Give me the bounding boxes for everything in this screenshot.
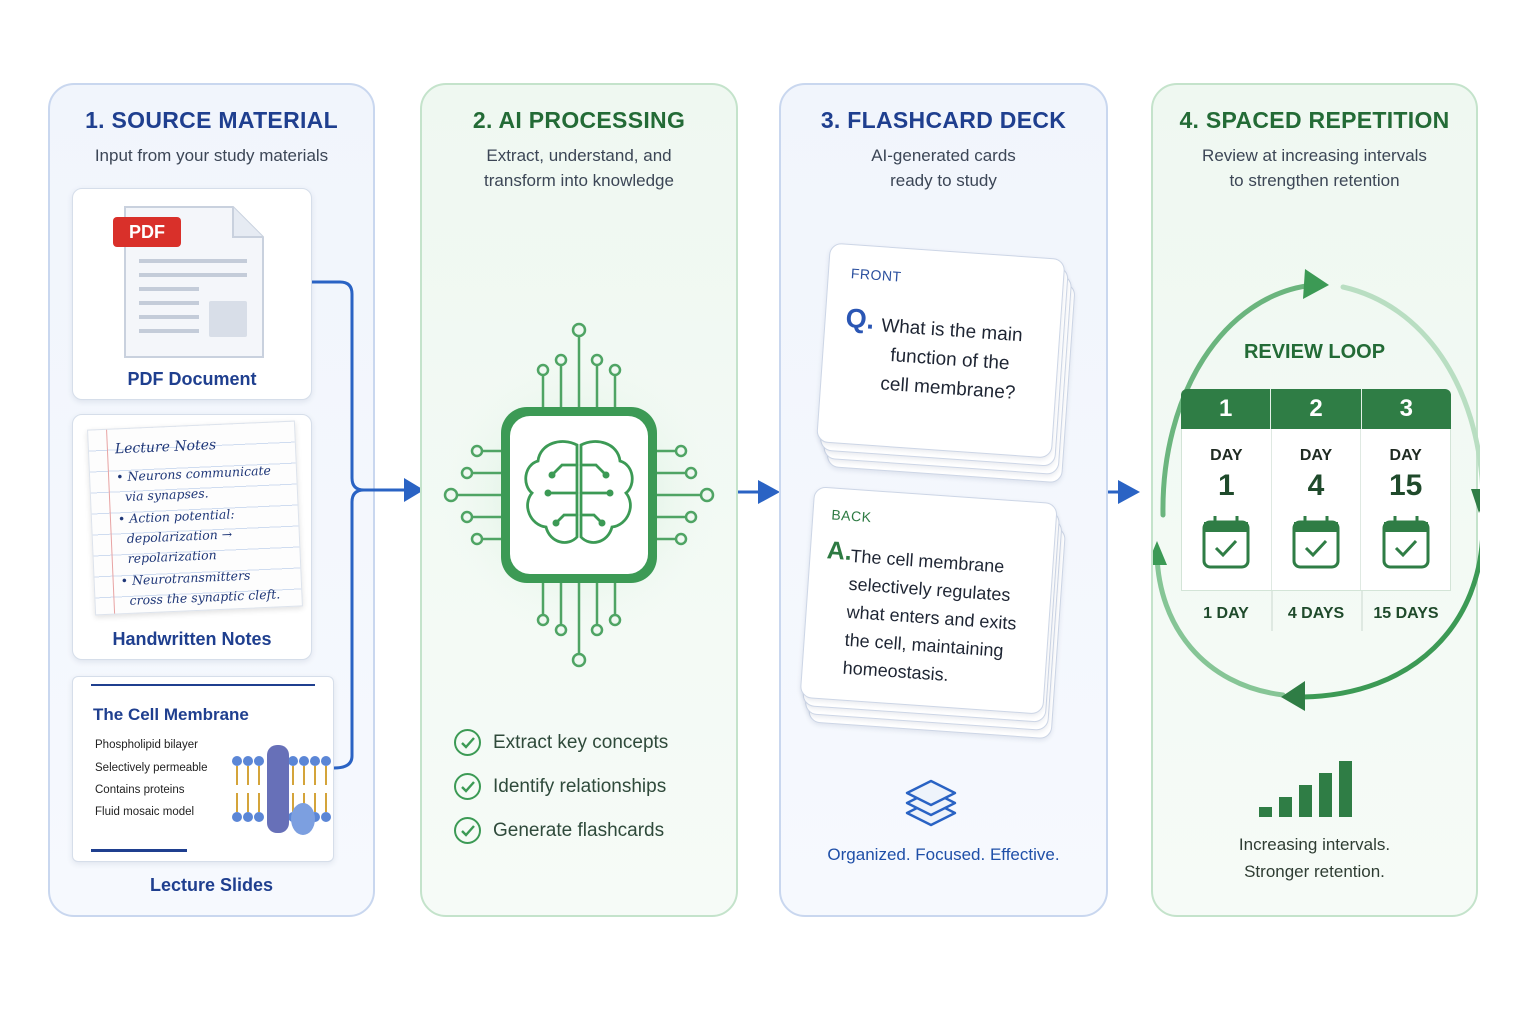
increasing-bars-icon [1259,761,1352,817]
checklist-label: Generate flashcards [493,819,665,841]
calendar-check-icon [1292,516,1340,569]
layers-icon [905,779,957,827]
question-text: What is the main function of the cell me… [879,315,1024,404]
step-number: 3 [1399,395,1413,422]
panel-flashcard-deck: 3. FLASHCARD DECK AI-generated cards rea… [779,83,1108,917]
check-circle-icon [454,817,481,844]
review-day-column: DAY 4 [1272,429,1362,590]
review-loop-arrows-icon [1153,269,1480,711]
day-label: DAY [1299,447,1333,464]
panel-title: 2. AI PROCESSING [472,107,686,133]
back-card-stack: BACK A. The cell membrane selectively re… [796,486,1075,764]
notes-heading: Lecture Notes [114,437,217,458]
pdf-document-card: PDF PDF Document [72,188,312,400]
slide-bullet: Selectively permeable [95,762,208,774]
day-number: 1 [1217,469,1235,502]
notebook-page: Lecture Notes • Neurons communicate via … [87,420,303,616]
front-label: FRONT [850,265,903,285]
notes-line: • Neurotransmitters [120,567,251,589]
review-day-column: DAY 1 [1182,429,1272,590]
calendar-check-icon [1382,516,1430,569]
front-flashcard: FRONT Q. What is the main function of th… [816,242,1066,459]
check-circle-icon [454,729,481,756]
pdf-caption: PDF Document [127,369,257,389]
answer-text: The cell membrane selectively regulates … [842,545,1018,685]
review-loop-title: REVIEW LOOP [1243,341,1386,363]
panel-subtitle: Extract, understand, and transform into … [484,146,674,190]
notes-line: via synapses. [124,485,209,505]
notes-line: • Action potential: [117,506,235,527]
slide-title: The Cell Membrane [93,705,249,724]
panel-subtitle: Input from your study materials [94,146,329,165]
panel-subtitle: AI-generated cards ready to study [871,146,1016,190]
slide-bullet: Phospholipid bilayer [95,739,198,751]
day-label: DAY [1210,447,1243,464]
cell-membrane-icon [232,745,331,835]
panel-source-material: 1. SOURCE MATERIAL Input from your study… [48,83,375,917]
brain-chip-icon [439,322,719,668]
checklist-label: Extract key concepts [493,731,669,753]
interval-label: 15 DAYS [1373,605,1439,622]
slide-bullet: Fluid mosaic model [95,806,195,818]
checklist-item: Extract key concepts [454,729,668,756]
panel-ai-processing: 2. AI PROCESSING Extract, understand, an… [420,83,738,917]
notes-line: cross the synaptic cleft. [129,586,281,608]
panel-title: 1. SOURCE MATERIAL [85,107,338,133]
pdf-badge: PDF [113,217,181,247]
deck-footer: Organized. Focused. Effective. [827,845,1060,864]
slides-caption: Lecture Slides [149,875,274,895]
panel-subtitle: Review at increasing intervals to streng… [1202,146,1427,190]
panel-title: 4. SPACED REPETITION [1179,107,1450,133]
lecture-slide-card: The Cell Membrane Phospholipid bilayer S… [72,676,334,862]
checklist-item: Generate flashcards [454,817,664,844]
check-circle-icon [454,773,481,800]
interval-label: 4 DAYS [1287,605,1345,622]
repetition-footer: Increasing intervals. Stronger retention… [1238,835,1391,881]
question-marker: Q. [844,302,876,335]
checklist-item: Identify relationships [454,773,666,800]
step-number: 2 [1271,389,1362,429]
checklist-label: Identify relationships [493,775,667,797]
step-number: 1 [1181,389,1272,429]
review-table: DAY 1 DAY 4 DAY 15 [1181,429,1451,591]
answer-marker: A. [825,536,853,566]
handwritten-notes-card: Lecture Notes • Neurons communicate via … [72,414,312,660]
notes-line: depolarization → [126,526,233,546]
front-card-stack: FRONT Q. What is the main function of th… [813,242,1080,510]
day-number: 15 [1388,469,1423,502]
notes-caption: Handwritten Notes [112,629,272,649]
slide-bullet: Contains proteins [95,784,185,796]
day-label: DAY [1389,447,1422,464]
interval-label: 1 DAY [1203,605,1249,622]
panel-spaced-repetition: 4. SPACED REPETITION Review at increasin… [1151,83,1480,917]
panel-title: 3. FLASHCARD DECK [820,107,1067,133]
review-table-header: 1 2 3 [1181,389,1451,429]
document-icon [124,206,264,358]
review-day-column: DAY 15 [1361,429,1450,590]
notes-line: • Neurons communicate [115,462,272,485]
notes-line: repolarization [127,547,217,566]
calendar-check-icon [1202,516,1250,569]
back-label: BACK [830,506,873,526]
day-number: 4 [1307,469,1325,502]
back-flashcard: BACK A. The cell membrane selectively re… [799,486,1058,715]
